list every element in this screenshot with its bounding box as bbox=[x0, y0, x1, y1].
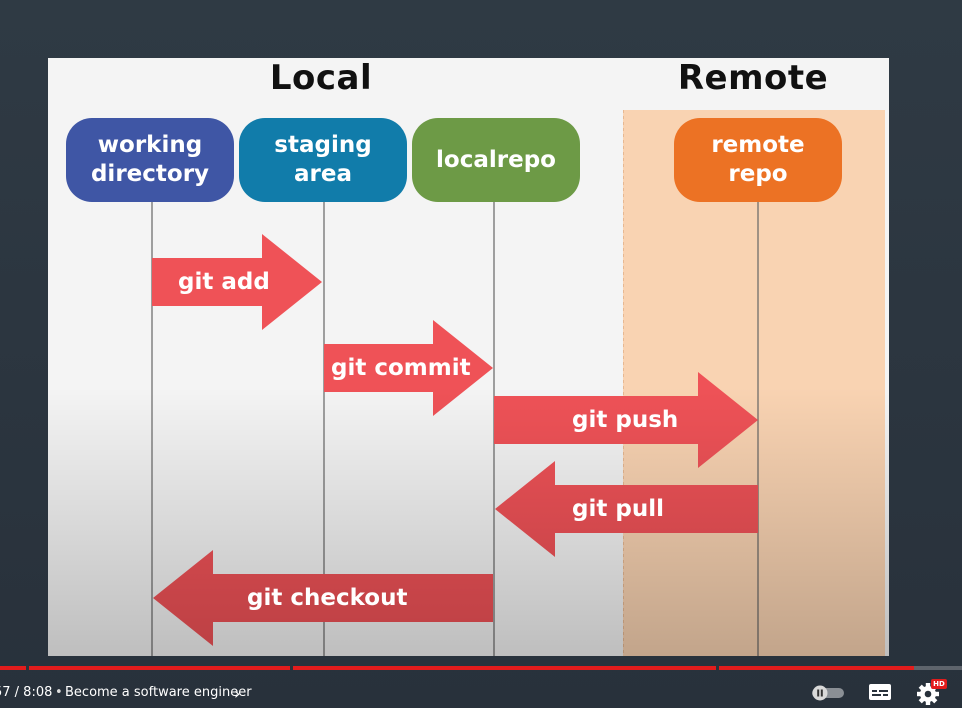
subtitles-icon[interactable] bbox=[868, 682, 892, 702]
hd-badge: HD bbox=[931, 679, 947, 689]
label-git-pull: git pull bbox=[572, 496, 664, 522]
heading-remote: Remote bbox=[677, 58, 829, 98]
heading-local: Local bbox=[269, 58, 373, 98]
chapter-title[interactable]: Become a software engineer bbox=[65, 685, 252, 700]
progress-fill bbox=[0, 666, 914, 670]
chapter-marker bbox=[716, 666, 719, 670]
autoplay-toggle-icon[interactable] bbox=[811, 685, 845, 701]
chapter-marker bbox=[290, 666, 293, 670]
box-remote-repo: remote repo bbox=[674, 118, 842, 202]
label-git-push: git push bbox=[572, 407, 679, 433]
chevron-right-icon[interactable]: › bbox=[234, 684, 241, 703]
control-bar: 57 / 8:08 • Become a software engineer › bbox=[0, 676, 962, 708]
chapter-separator: • bbox=[55, 685, 63, 700]
box-localrepo: localrepo bbox=[412, 118, 580, 202]
label-git-checkout: git checkout bbox=[247, 585, 408, 611]
label-git-add: git add bbox=[178, 269, 270, 295]
label-git-commit: git commit bbox=[331, 355, 471, 381]
chapter-marker bbox=[26, 666, 29, 670]
slide-diagram: Local Remote working directory staging a… bbox=[48, 58, 889, 656]
progress-bar[interactable] bbox=[0, 666, 962, 670]
time-display: 57 / 8:08 bbox=[0, 685, 53, 700]
box-working-directory: working directory bbox=[66, 118, 234, 202]
box-staging-area: staging area bbox=[239, 118, 407, 202]
settings-icon[interactable] bbox=[916, 680, 942, 706]
